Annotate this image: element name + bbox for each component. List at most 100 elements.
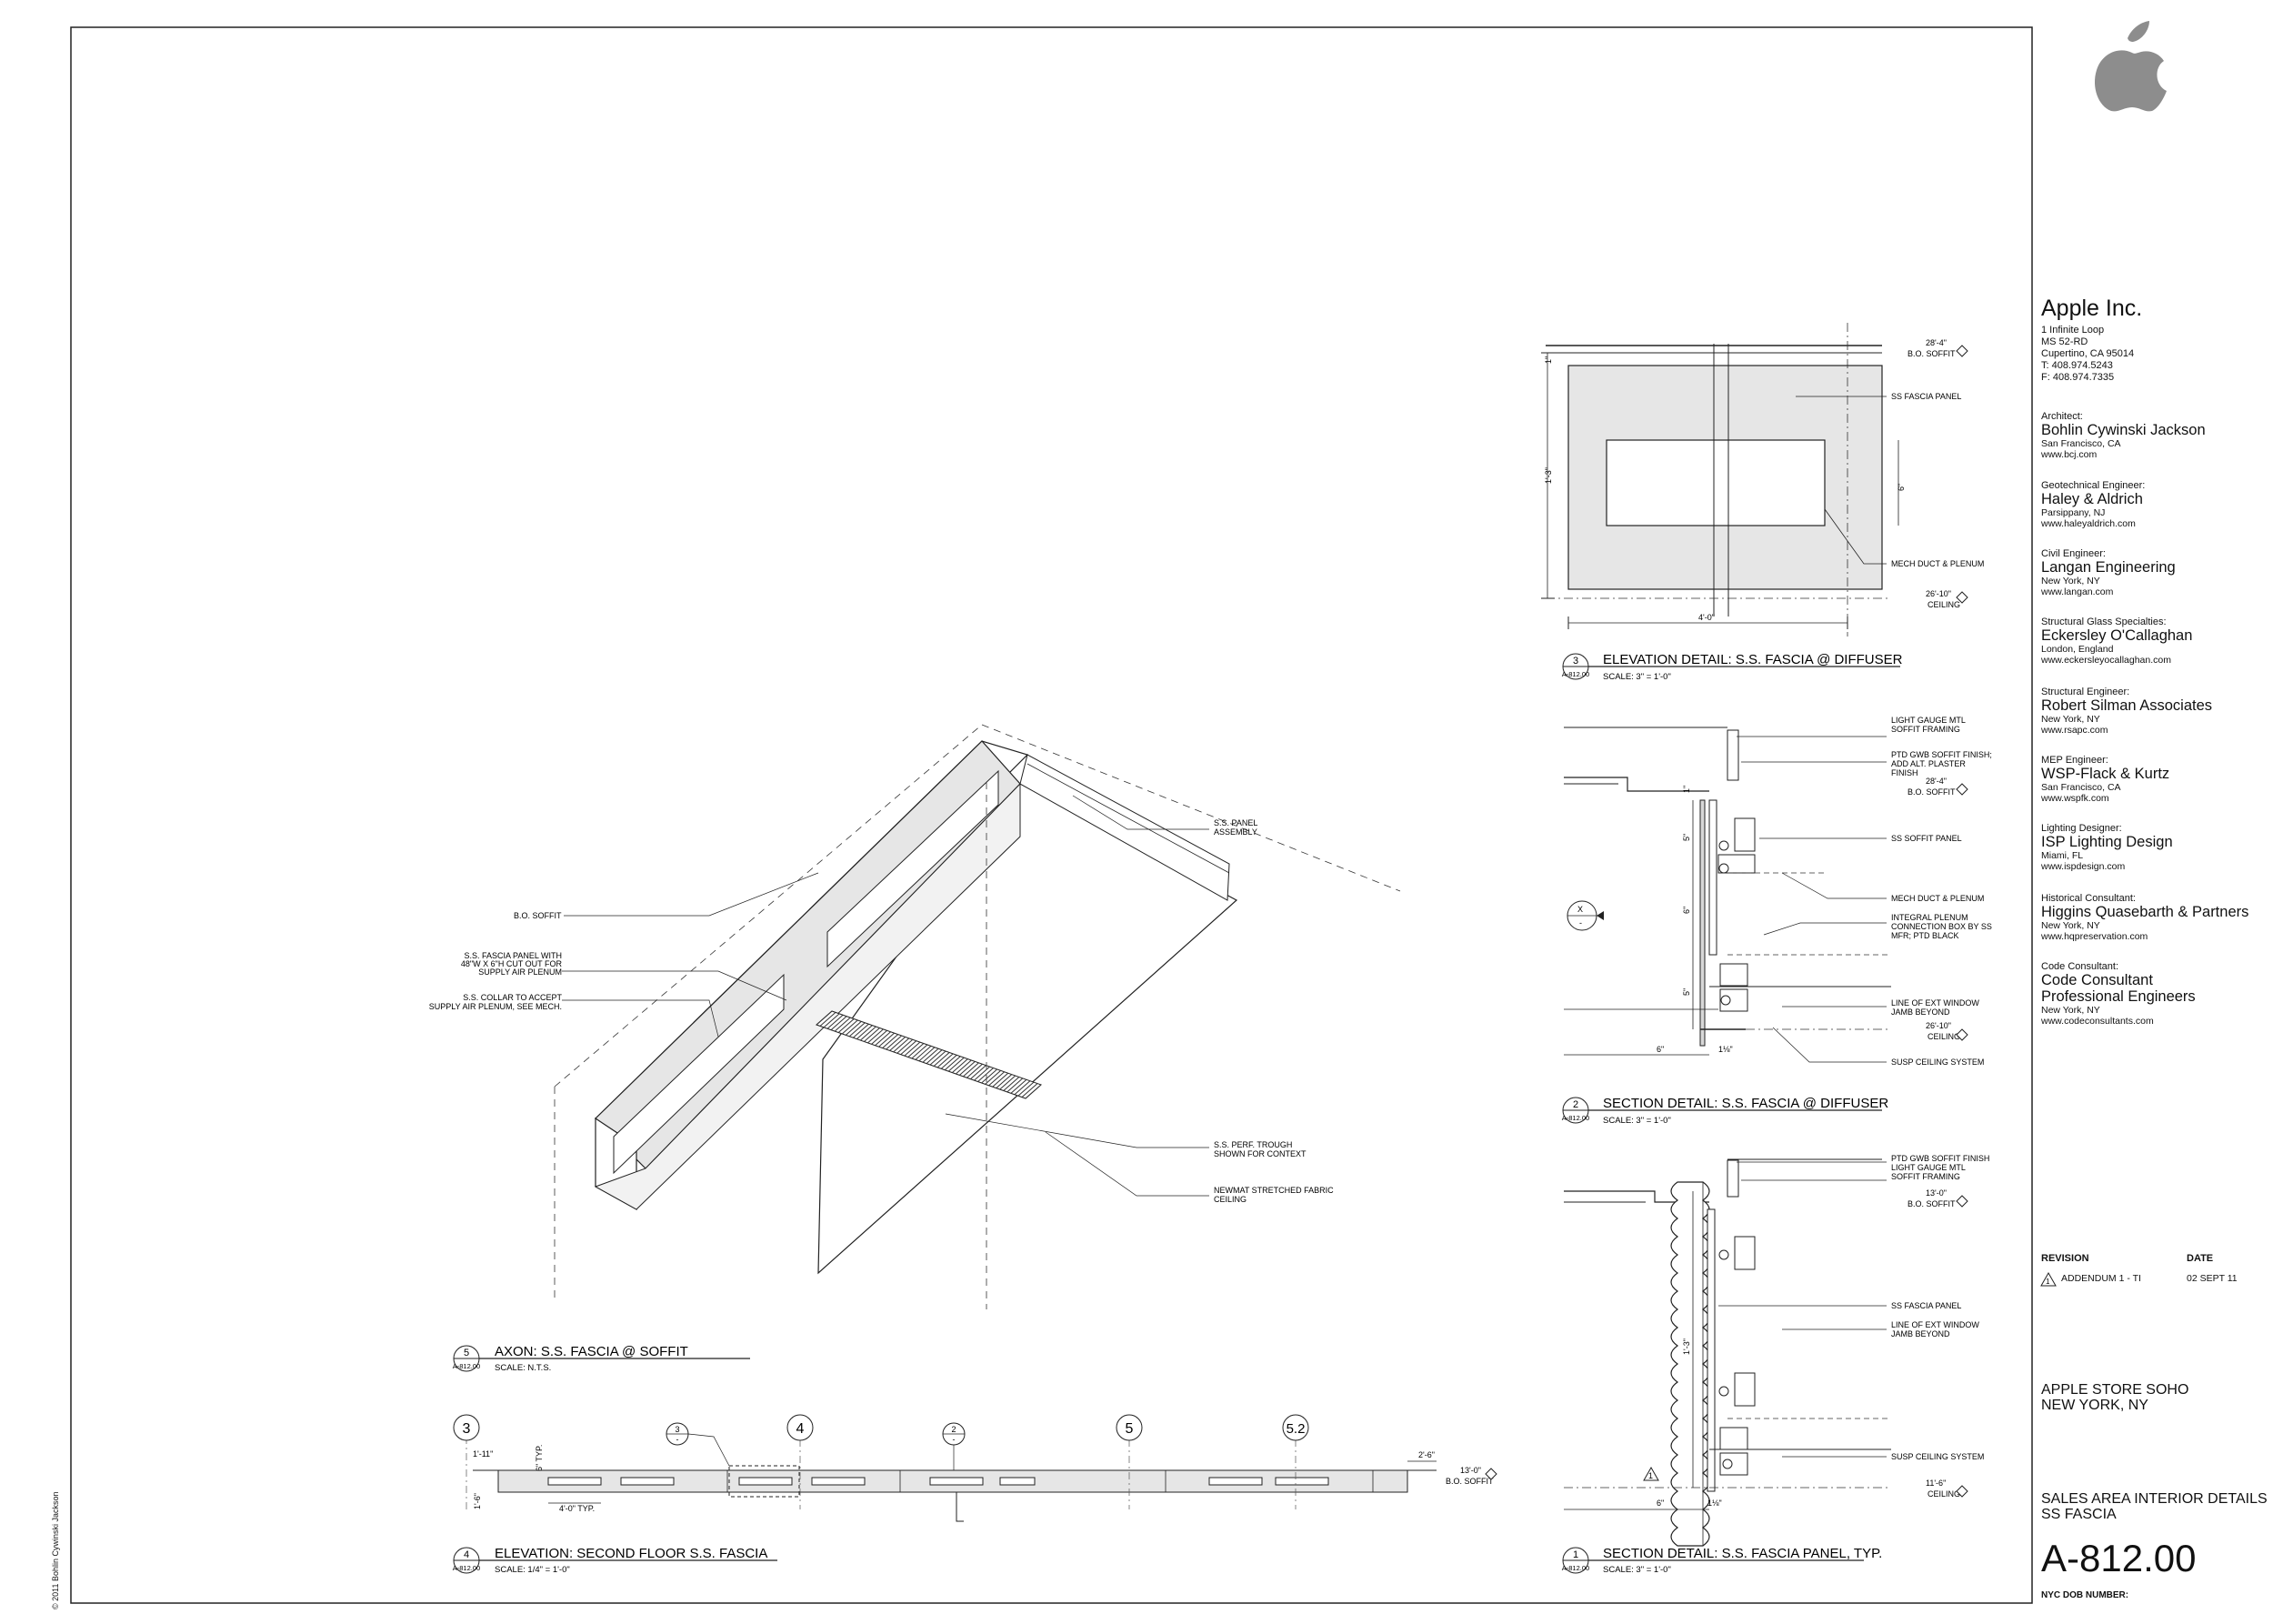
d2-top-elev: 28'-4" bbox=[1926, 777, 1947, 786]
detail-title-4: 4 A-812.00 ELEVATION: SECOND FLOOR S.S. … bbox=[453, 1546, 777, 1575]
d2-window-1: LINE OF EXT WINDOW bbox=[1891, 998, 1979, 1007]
d1-ss-panel-note: SS FASCIA PANEL bbox=[1891, 1301, 1961, 1310]
consultant-website: www.eckersleyocallaghan.com bbox=[2041, 655, 2171, 666]
elevation-marker-icon bbox=[1485, 1468, 1497, 1480]
perforation-line bbox=[864, 1028, 880, 1042]
axon-cutout-1: S.S. FASCIA PANEL WITH bbox=[464, 951, 562, 960]
detail-title-2: 2 A-812.00 SECTION DETAIL: S.S. FASCIA @… bbox=[1562, 1096, 1889, 1126]
detail-1-section-drawing: 1 PTD GWB SOFFIT FINISH LIGHT GAUGE MTL … bbox=[1564, 1154, 1989, 1547]
d4-elev-130: 13'-0" bbox=[1460, 1466, 1481, 1475]
d3-top-elev: 28'-4" bbox=[1926, 338, 1947, 347]
perforation-line bbox=[882, 1034, 898, 1048]
d1-height-dim: 1'-3" bbox=[1682, 1338, 1691, 1355]
consultant-role: Historical Consultant: bbox=[2041, 893, 2136, 904]
perforation-line bbox=[900, 1040, 917, 1056]
perforation-line bbox=[977, 1068, 994, 1082]
d3-width-dim: 4'-0" bbox=[1698, 613, 1715, 622]
svg-text:A-812.00: A-812.00 bbox=[1562, 1114, 1589, 1122]
d4-dim-26: 2'-6" bbox=[1418, 1450, 1435, 1459]
svg-text:A-812.00: A-812.00 bbox=[453, 1564, 480, 1572]
svg-text:-: - bbox=[953, 1435, 956, 1444]
perforation-line bbox=[845, 1020, 862, 1036]
consultant-mep: MEP Engineer: WSP-Flack & Kurtz San Fran… bbox=[2041, 755, 2268, 804]
axon-collar-1: S.S. COLLAR TO ACCEPT bbox=[463, 993, 562, 1002]
company-address: 1 Infinite Loop MS 52-RD Cupertino, CA 9… bbox=[2041, 325, 2268, 384]
axon-cutout-3: SUPPLY AIR PLENUM bbox=[478, 967, 562, 977]
svg-text:3: 3 bbox=[675, 1425, 679, 1434]
detail-5-scale: SCALE: N.T.S. bbox=[495, 1363, 551, 1373]
d4-dim-40typ: 4'-0" TYP. bbox=[559, 1504, 595, 1513]
consultant-role: Architect: bbox=[2041, 411, 2083, 422]
d2-six-dim: 6" bbox=[1682, 907, 1691, 914]
perforation-line bbox=[926, 1049, 943, 1065]
perforation-line bbox=[830, 1016, 847, 1031]
consultant-name: WSP-Flack & Kurtz bbox=[2041, 766, 2170, 782]
detail-4-elevation-drawing: 3 4 5 5.2 3- 2- 1'-11" 6" TYP. 1'-6" 4'-… bbox=[453, 1414, 1497, 1522]
detail-2-section-drawing: X - LIGHT GAUGE MTL SOFFIT FRAMING PTD G… bbox=[1564, 716, 1992, 1067]
d2-tag-top: X bbox=[1577, 905, 1583, 914]
d2-gwb-3: FINISH bbox=[1891, 768, 1918, 777]
callout-bubble-2: 2- bbox=[942, 1422, 966, 1470]
d2-plenum-1: INTEGRAL PLENUM bbox=[1891, 913, 1968, 922]
detail-4-scale: SCALE: 1/4" = 1'-0" bbox=[495, 1565, 570, 1575]
consultant-lighting: Lighting Designer: ISP Lighting Design M… bbox=[2041, 823, 2268, 872]
detail-title-1: 1 A-812.00 SECTION DETAIL: S.S. FASCIA P… bbox=[1562, 1546, 1883, 1575]
consultant-role: Lighting Designer: bbox=[2041, 823, 2122, 834]
consultant-name: Langan Engineering bbox=[2041, 559, 2176, 576]
d2-ceiling-elev: 26'-10" bbox=[1926, 1021, 1951, 1030]
perforation-line bbox=[944, 1056, 961, 1071]
perforation-line bbox=[841, 1019, 858, 1035]
perforation-line bbox=[940, 1054, 957, 1069]
apple-logo-icon bbox=[2094, 21, 2167, 112]
svg-text:5: 5 bbox=[464, 1348, 469, 1358]
perforation-line bbox=[999, 1075, 1016, 1090]
svg-text:2: 2 bbox=[951, 1425, 956, 1434]
detail-2-title: SECTION DETAIL: S.S. FASCIA @ DIFFUSER bbox=[1603, 1096, 1888, 1111]
axon-cutout-2: 48"W X 6"H CUT OUT FOR bbox=[461, 959, 563, 968]
detail-2-scale: SCALE: 3" = 1'-0" bbox=[1603, 1116, 1671, 1126]
perforation-line bbox=[837, 1018, 855, 1033]
svg-text:4: 4 bbox=[796, 1421, 805, 1437]
svg-text:1: 1 bbox=[1573, 1549, 1578, 1560]
perforation-line bbox=[860, 1026, 876, 1041]
perforation-line bbox=[904, 1041, 921, 1057]
consultant-location: Parsippany, NJ bbox=[2041, 507, 2106, 518]
axon-bo-soffit: B.O. SOFFIT bbox=[514, 911, 562, 920]
consultant-location: Miami, FL bbox=[2041, 850, 2084, 861]
d1-ceiling-label: CEILING bbox=[1928, 1489, 1960, 1499]
d1-window-1: LINE OF EXT WINDOW bbox=[1891, 1320, 1979, 1329]
perforation-line bbox=[918, 1047, 936, 1062]
d1-top-elev: 13'-0" bbox=[1926, 1188, 1947, 1198]
sheet-title: SALES AREA INTERIOR DETAILS SS FASCIA bbox=[2041, 1491, 2268, 1522]
address-line: F: 408.974.7335 bbox=[2041, 372, 2115, 383]
perforation-line bbox=[1003, 1077, 1020, 1091]
project-name: APPLE STORE SOHO NEW YORK, NY bbox=[2041, 1382, 2188, 1413]
perforation-line bbox=[936, 1053, 954, 1068]
copyright-notice: © 2011 Bohlin Cywinski Jackson bbox=[51, 1491, 60, 1609]
svg-text:A-812.00: A-812.00 bbox=[453, 1362, 480, 1370]
detail-1-title: SECTION DETAIL: S.S. FASCIA PANEL, TYP. bbox=[1603, 1546, 1882, 1561]
sheet-border bbox=[70, 26, 2033, 1604]
detail-5-axon-drawing: S.S. PANEL ASSEMBLY B.O. SOFFIT S.S. FAS… bbox=[429, 724, 1401, 1309]
consultant-website: www.wspfk.com bbox=[2041, 793, 2109, 804]
revision-triangle-icon bbox=[1643, 1466, 1659, 1481]
perforation-line bbox=[963, 1062, 979, 1078]
perforation-line bbox=[871, 1029, 887, 1045]
perforation-line bbox=[974, 1066, 990, 1081]
perforation-line bbox=[956, 1059, 972, 1075]
consultant-name: ISP Lighting Design bbox=[2041, 834, 2173, 850]
sheet-title-line: SS FASCIA bbox=[2041, 1507, 2117, 1522]
axon-panel-assembly-1: S.S. PANEL bbox=[1214, 818, 1257, 827]
consultant-website: www.codeconsultants.com bbox=[2041, 1016, 2154, 1027]
consultant-structural-glass: Structural Glass Specialties: Eckersley … bbox=[2041, 617, 2268, 666]
d3-ceiling-elev: 26'-10" bbox=[1926, 589, 1951, 598]
revision-item-date: 02 SEPT 11 bbox=[2187, 1273, 2238, 1284]
d2-ceiling-label: CEILING bbox=[1928, 1032, 1960, 1041]
grid-bubble-5: 5 bbox=[1116, 1414, 1143, 1441]
sheet-number: A-812.00 bbox=[2041, 1537, 2197, 1579]
perforation-line bbox=[823, 1013, 840, 1028]
project-line: APPLE STORE SOHO bbox=[2041, 1382, 2189, 1398]
axon-trough-1: S.S. PERF. TROUGH bbox=[1214, 1140, 1292, 1149]
perforation-line bbox=[856, 1025, 873, 1040]
detail-title-5: 5 A-812.00 AXON: S.S. FASCIA @ SOFFIT SC… bbox=[453, 1344, 750, 1373]
